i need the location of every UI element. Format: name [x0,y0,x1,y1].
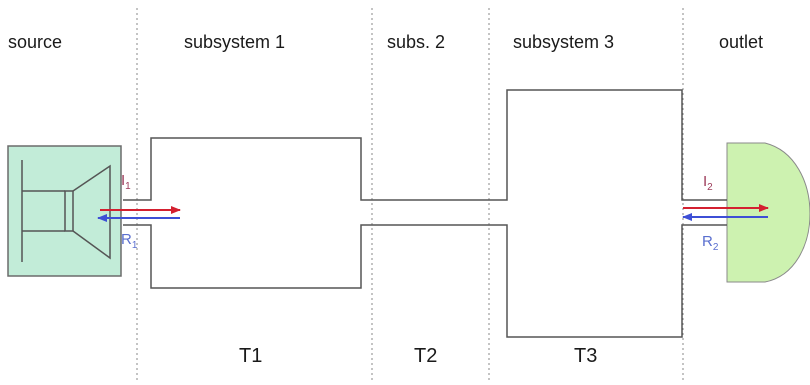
duct-upper-wall [123,89,727,201]
header-subsystem-3: subsystem 3 [513,32,615,52]
subsystem-dividers [136,8,684,380]
source-wave-arrows [97,206,181,222]
segment-label-t2: T2 [414,345,438,367]
reflected-wave-label-outlet: R2 [702,233,719,253]
segment-label-t3: T3 [574,345,598,367]
outlet-wave-arrows [682,204,769,221]
segment-label-t1: T1 [239,345,263,367]
duct-outline [123,89,727,338]
outlet-shape [726,142,810,283]
incident-wave-label-source: I1 [121,172,131,192]
header-outlet: outlet [719,32,764,52]
incident-wave-label-outlet: I2 [703,173,713,193]
header-source: source [8,32,63,52]
reflected-wave-label-source: R1 [121,231,138,251]
speaker-icon [21,160,111,262]
duct-lower-wall [123,224,727,338]
header-subsystem-1: subsystem 1 [184,32,286,52]
header-subsystem-2: subs. 2 [387,32,446,52]
